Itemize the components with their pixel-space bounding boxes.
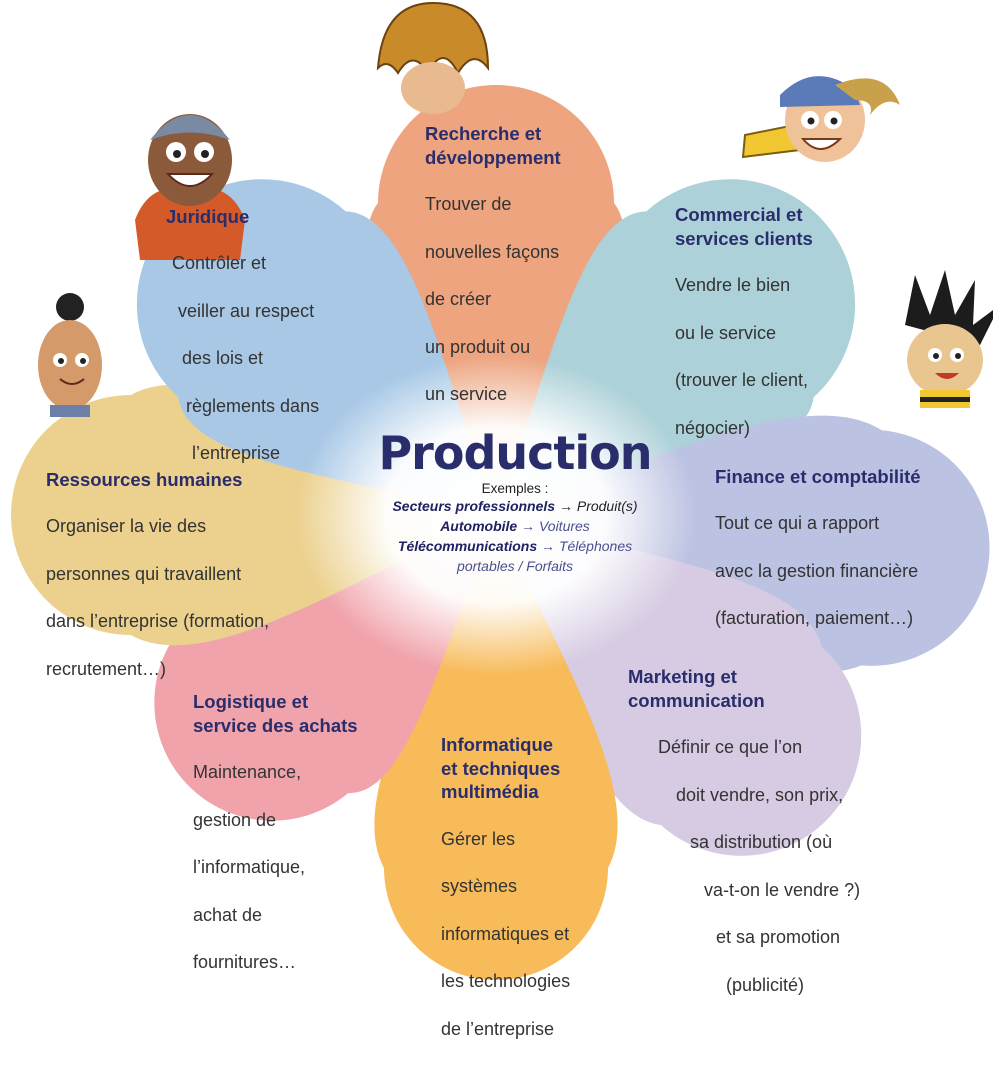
petal-informatique: Informatique et techniques multimédia Gé…	[441, 733, 570, 1065]
petal-title: Finance et comptabilité	[715, 466, 921, 487]
petal-body: Trouver de nouvelles façons de créer un …	[425, 169, 561, 430]
petal-title: Commercial et services clients	[675, 204, 813, 249]
petal-line: Contrôler et	[172, 253, 267, 274]
petal-rh: Ressources humaines Organiser la vie des…	[46, 468, 269, 705]
petal-body: Contrôler et veiller au respect des lois…	[166, 229, 319, 490]
petal-line: l’entreprise	[192, 443, 281, 464]
example-row: Automobile → Voitures	[365, 516, 665, 536]
petal-body: Vendre le bien ou le service (trouver le…	[675, 250, 813, 464]
petal-recherche-shape	[368, 85, 624, 515]
petal-line: Maintenance,	[193, 762, 302, 783]
petal-line: fournitures…	[193, 952, 297, 973]
petal-title: Juridique	[166, 206, 250, 227]
petal-line: Organiser la vie des	[46, 516, 207, 537]
petal-line: les technologies	[441, 971, 571, 992]
petal-logistique: Logistique et service des achats Mainten…	[193, 690, 358, 999]
petal-body: Gérer les systèmes informatiques et les …	[441, 804, 570, 1065]
examples-header-key: Secteurs professionnels	[392, 497, 556, 514]
petal-line: doit vendre, son prix,	[676, 784, 844, 805]
petal-body: Organiser la vie des personnes qui trava…	[46, 492, 269, 706]
cartoon-character-spiky-hair	[905, 270, 993, 408]
petal-line: (facturation, paiement…)	[715, 608, 914, 629]
petal-line: des lois et	[182, 348, 264, 369]
petal-line: Définir ce que l’on	[658, 737, 803, 758]
petal-informatique-shape	[374, 515, 618, 980]
petal-line: Tout ce qui a rapport	[715, 513, 880, 534]
petal-line: recrutement…)	[46, 658, 167, 679]
example-key: Automobile	[440, 517, 518, 534]
cartoon-character-bushy-hair	[376, 1, 490, 114]
petal-line: un produit ou	[425, 336, 531, 357]
petal-line: sa distribution (où	[690, 832, 833, 853]
petal-title: Marketing et communication	[628, 666, 765, 711]
example-key: Télécommunications	[397, 538, 538, 555]
cartoon-character-cap	[741, 76, 900, 162]
flower-diagram	[11, 1, 993, 980]
petal-line: (publicité)	[726, 974, 805, 995]
example-row: Télécommunications → Téléphones	[365, 536, 665, 556]
petal-commercial: Commercial et services clients Vendre le…	[675, 203, 813, 464]
petal-line: gestion de	[193, 809, 277, 830]
cartoon-character-topknot	[38, 293, 102, 417]
petal-title: Informatique et techniques multimédia	[441, 734, 561, 803]
center-title: Production	[378, 426, 652, 480]
example-value: Téléphones	[558, 538, 633, 555]
petal-line: personnes qui travaillent	[46, 563, 242, 584]
petal-line: systèmes	[441, 876, 518, 897]
petal-line: et sa promotion	[716, 927, 841, 948]
petal-line: de l’entreprise	[441, 1018, 555, 1039]
example-continuation: portables / Forfaits	[365, 556, 665, 576]
petal-line: (trouver le client,	[675, 370, 809, 391]
cartoon-character-beanie	[135, 114, 245, 260]
petal-marketing: Marketing et communication Définir ce qu…	[628, 665, 860, 1021]
petal-title: Recherche et développement	[425, 123, 561, 168]
petal-line: de créer	[425, 289, 492, 310]
petal-line: un service	[425, 384, 508, 405]
examples-header-value: Produit(s)	[576, 497, 638, 514]
petal-line: Trouver de	[425, 194, 512, 215]
petal-line: Gérer les	[441, 828, 516, 849]
petal-line: règlements dans	[186, 395, 320, 416]
petal-line: achat de	[193, 904, 263, 925]
center-production: Production Exemples : Secteurs professio…	[365, 428, 665, 577]
example-value-continued: portables / Forfaits	[457, 558, 573, 575]
petal-juridique: Juridique Contrôler et veiller au respec…	[166, 205, 319, 490]
petal-line: ou le service	[675, 322, 777, 343]
petal-line: négocier)	[675, 417, 751, 438]
arrow-icon: →	[521, 517, 536, 534]
petal-line: dans l’entreprise (formation,	[46, 611, 270, 632]
petal-line: nouvelles façons	[425, 241, 560, 262]
petal-line: va-t-on le vendre ?)	[704, 879, 861, 900]
petal-rh-shape	[11, 384, 496, 646]
arrow-icon: →	[558, 497, 573, 514]
example-value: Voitures	[538, 517, 590, 534]
petal-line: Vendre le bien	[675, 275, 791, 296]
petal-body: Tout ce qui a rapport avec la gestion fi…	[715, 489, 921, 655]
arrow-icon: →	[541, 538, 556, 555]
petal-line: informatiques et	[441, 923, 570, 944]
petal-line: veiller au respect	[178, 300, 315, 321]
petal-finance: Finance et comptabilité Tout ce qui a ra…	[715, 465, 921, 655]
center-glow	[296, 355, 696, 675]
petal-body: Maintenance, gestion de l’informatique, …	[193, 737, 358, 998]
petal-title: Logistique et service des achats	[193, 691, 358, 736]
petal-recherche: Recherche et développement Trouver de no…	[425, 122, 561, 431]
petal-body: Définir ce que l’on doit vendre, son pri…	[628, 712, 860, 1021]
petal-title: Ressources humaines	[46, 469, 243, 490]
petal-line: l’informatique,	[193, 857, 306, 878]
examples-label: Exemples :	[481, 480, 549, 496]
examples-header-row: Secteurs professionnels → Produit(s)	[365, 496, 665, 516]
petal-line: avec la gestion financière	[715, 560, 919, 581]
